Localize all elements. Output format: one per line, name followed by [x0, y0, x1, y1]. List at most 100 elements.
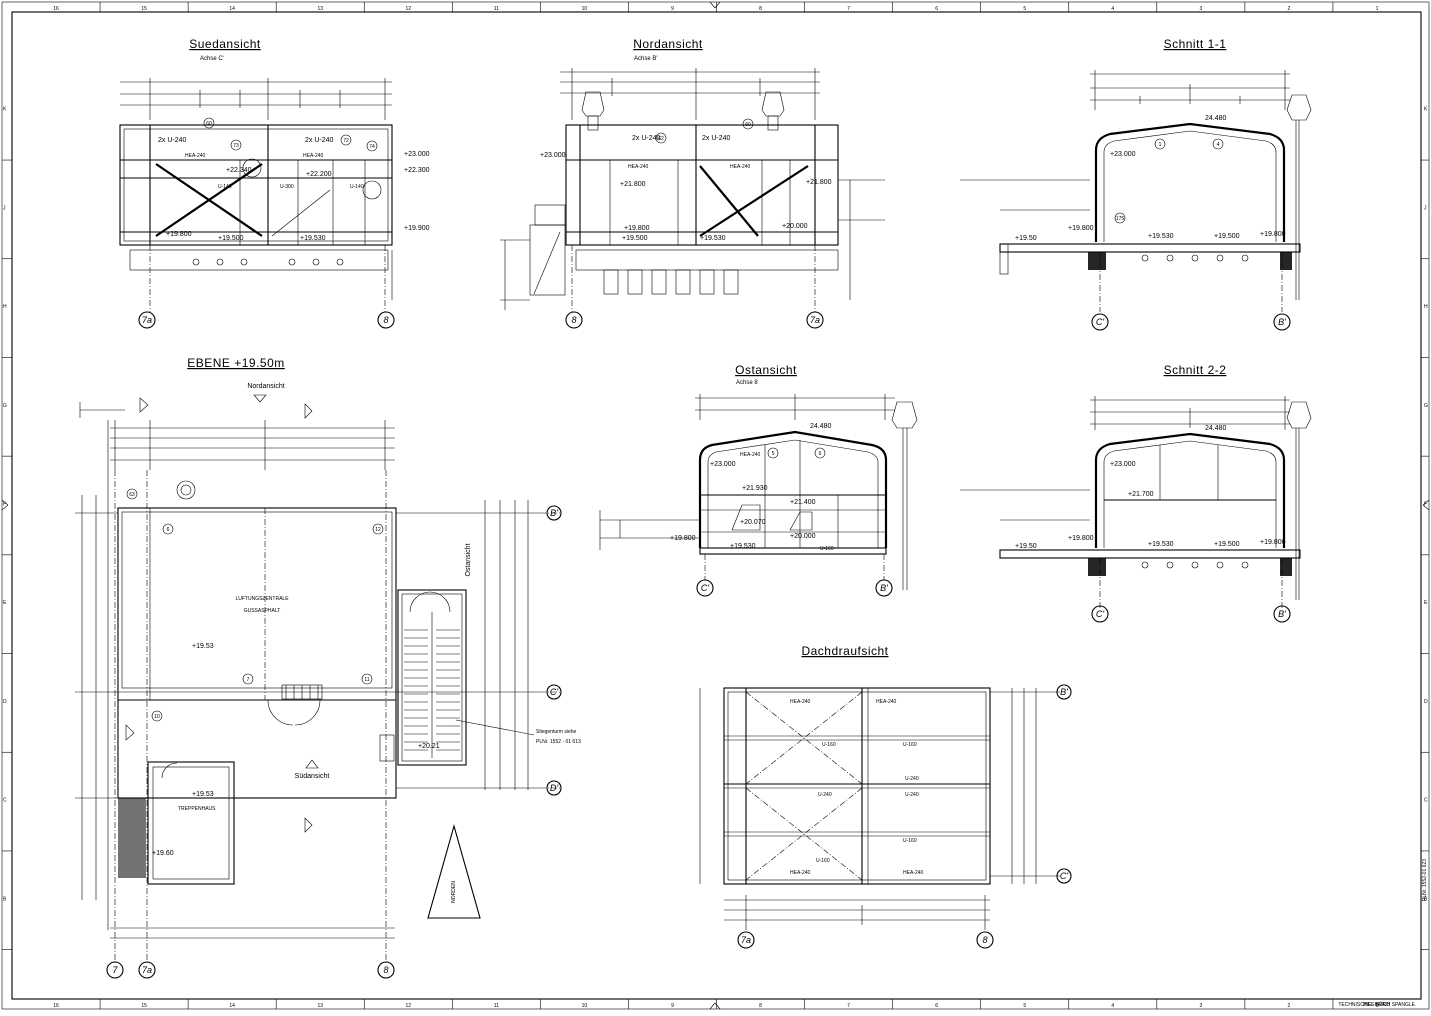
- suedansicht-label: Südansicht: [295, 773, 330, 780]
- level: +19.500: [1214, 541, 1240, 548]
- level: +21.800: [806, 179, 832, 186]
- label: HEA-240: [876, 699, 897, 705]
- label: HEA-240: [185, 153, 206, 159]
- border-number: 8: [759, 6, 762, 12]
- axis-label: B': [1278, 609, 1286, 619]
- level: +22.200: [306, 171, 332, 178]
- room-label: LUFTUNGSZENTRALE: [235, 596, 289, 602]
- level: +20.000: [782, 223, 808, 230]
- border-number: 2: [1288, 6, 1291, 12]
- label: HEA-240: [730, 164, 751, 170]
- item-mark: 6: [819, 451, 822, 457]
- level: 24.480: [810, 423, 832, 430]
- level: +19.900: [404, 225, 430, 232]
- border-number: 3: [1199, 1003, 1202, 1009]
- axis-label: B': [550, 508, 558, 518]
- level: +19.530: [1148, 541, 1174, 548]
- label: 2x U-240: [632, 135, 661, 142]
- axis-label: B': [880, 583, 888, 593]
- border-number: 16: [53, 1003, 59, 1009]
- border-number: 10: [582, 6, 588, 12]
- border-number: 16: [53, 6, 59, 12]
- border-number: 12: [406, 6, 412, 12]
- office-name: TECHNISCHES BÜRO: [1338, 1001, 1390, 1008]
- border-letter: H: [3, 304, 7, 310]
- border-letter: B: [1424, 896, 1428, 902]
- view-title: Nordansicht: [633, 37, 703, 51]
- item-mark: 1: [1159, 142, 1162, 148]
- item-mark: 73: [233, 143, 239, 149]
- item-mark: 11: [364, 677, 369, 683]
- border-letter: H: [1424, 304, 1428, 310]
- label: HEA-240: [790, 699, 811, 705]
- view-suedansicht: Suedansicht Achse C': [119, 37, 430, 329]
- level: +21.800: [620, 181, 646, 188]
- level: +19.50: [1015, 235, 1037, 242]
- label: HEA-240: [903, 870, 924, 876]
- note: PLNr. 1552 - 01 613: [536, 739, 581, 745]
- level: +22.340: [226, 167, 252, 174]
- axis-label: 7a: [142, 965, 152, 975]
- axis-label: 7a: [142, 315, 152, 325]
- view-schnitt-2-2: Schnitt 2-2 24.480 +23.000 +21.700 +19.5…: [960, 363, 1312, 623]
- item-mark: 5: [772, 451, 775, 457]
- axis-label: D': [550, 783, 558, 793]
- level: +20.000: [790, 533, 816, 540]
- border-number: 1: [1376, 6, 1379, 12]
- border-number: 4: [1111, 1003, 1114, 1009]
- label: 2x U-240: [702, 135, 731, 142]
- level: +19.800: [166, 231, 192, 238]
- label: 2x U-240: [158, 137, 187, 144]
- level: +19.800: [1068, 535, 1094, 542]
- level: +19.800: [1260, 231, 1286, 238]
- north-label: NORDEN: [451, 881, 457, 903]
- room-label: TREPPENHAUS: [178, 806, 216, 812]
- view-title: Schnitt 1-1: [1164, 37, 1227, 51]
- view-subtitle: Achse 8: [736, 380, 758, 386]
- item-mark: 63: [129, 492, 135, 498]
- view-title: Ostansicht: [735, 363, 797, 377]
- border-number: 6: [935, 6, 938, 12]
- view-ostansicht: Ostansicht Achse 8 24.480 +23.000 +21.93…: [599, 363, 918, 597]
- border-number: 13: [317, 6, 323, 12]
- north-arrow-icon: NORDEN: [427, 823, 481, 919]
- label: U-160: [903, 838, 917, 844]
- border-number: 11: [494, 1003, 499, 1009]
- label: HEA-240: [303, 153, 324, 159]
- nordansicht-label: Nordansicht: [247, 383, 284, 390]
- label: U-140: [350, 184, 364, 190]
- drawing-number: PLNr. 1552-01 623: [1422, 859, 1428, 901]
- level: +23.000: [404, 151, 430, 158]
- level: +22.300: [404, 167, 430, 174]
- label: U-160: [903, 742, 917, 748]
- level: +19.800: [624, 225, 650, 232]
- axis-label: 8: [383, 965, 388, 975]
- label: U-240: [905, 792, 919, 798]
- level: +19.53: [192, 643, 214, 650]
- border-letter: G: [1424, 403, 1428, 409]
- border-number: 9: [671, 6, 674, 12]
- ostansicht-label: Ostansicht: [465, 543, 472, 576]
- view-schnitt-1-1: Schnitt 1-1 24.480 +23.000 +19.50 +19.80…: [960, 37, 1312, 331]
- axis-label: C': [550, 687, 558, 697]
- border-letter: E: [1424, 600, 1428, 606]
- level: +19.50: [1015, 543, 1037, 550]
- border-letter: C: [3, 798, 7, 804]
- border-number: 8: [759, 1003, 762, 1009]
- level: +21.400: [790, 499, 816, 506]
- view-ebene-plan: EBENE +19.50m Nordansicht LUFTUNGSZENTRA…: [75, 356, 581, 979]
- view-subtitle: Achse C': [200, 56, 224, 62]
- view-title: EBENE +19.50m: [187, 356, 285, 370]
- axis-label: 7: [112, 965, 118, 975]
- border-number: 5: [1023, 6, 1026, 12]
- border-number: 14: [229, 6, 235, 12]
- level: +19.800: [670, 535, 696, 542]
- border-number: 12: [406, 1003, 412, 1009]
- border-number: 11: [494, 6, 499, 12]
- border-number: 6: [935, 1003, 938, 1009]
- border-letter: K: [3, 107, 7, 113]
- border-number: 15: [141, 1003, 147, 1009]
- border-number: 4: [1111, 6, 1114, 12]
- axis-label: 7a: [741, 935, 751, 945]
